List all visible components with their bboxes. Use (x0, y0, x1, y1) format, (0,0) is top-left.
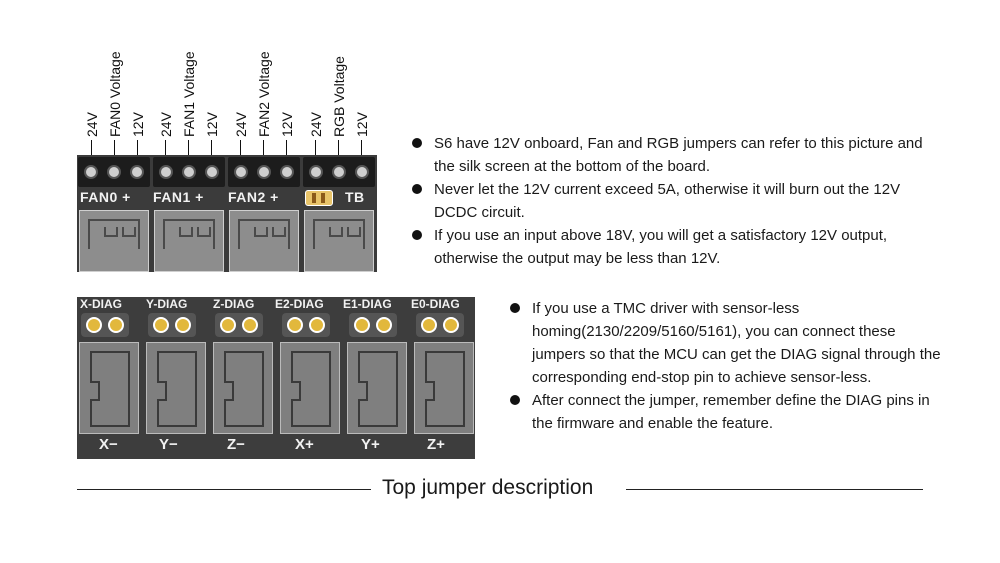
diag-jumper-notes: If you use a TMC driver with sensor-less… (508, 297, 948, 435)
diag-jumper-z (215, 313, 263, 337)
pin (205, 165, 219, 179)
list-item: After connect the jumper, remember defin… (508, 389, 948, 435)
tb-jumper-icon (305, 190, 333, 206)
diag-jumper-e2 (282, 313, 330, 337)
silk-fan1: FAN1 + (153, 189, 204, 205)
tick (137, 140, 138, 158)
fan1-connector (154, 210, 224, 272)
fan1-voltage-label: FAN1 Voltage (181, 51, 197, 137)
bullet-icon (412, 138, 422, 148)
tick (315, 140, 316, 158)
endstop-connector-z-plus (414, 342, 474, 434)
rgb-pin-header (303, 157, 375, 187)
fan1-pin-header (153, 157, 225, 187)
bullet-icon (510, 303, 520, 313)
silk-fan2: FAN2 + (228, 189, 279, 205)
diag-jumper-e1 (349, 313, 397, 337)
diag-label-e1: E1-DIAG (343, 297, 392, 311)
bullet-icon (412, 184, 422, 194)
silk-fan0: FAN0 + (80, 189, 131, 205)
fan0-pin-header (78, 157, 150, 187)
pin (309, 165, 323, 179)
fan0-connector (79, 210, 149, 272)
fan2-voltage-label: FAN2 Voltage (256, 51, 272, 137)
pin (107, 165, 121, 179)
diag-label-x: X-DIAG (80, 297, 122, 311)
endstop-connector-x-plus (280, 342, 340, 434)
fan-rgb-board-image: FAN0 + FAN1 + FAN2 + TB (77, 155, 377, 272)
diag-label-y: Y-DIAG (146, 297, 188, 311)
axis-label-y-minus: Y− (159, 436, 178, 453)
bullet-icon (510, 395, 520, 405)
tick (188, 140, 189, 158)
endstop-connector-y-plus (347, 342, 407, 434)
rgb-12v-label: 12V (354, 112, 370, 137)
pin (234, 165, 248, 179)
diag-label-z: Z-DIAG (213, 297, 255, 311)
axis-label-z-minus: Z− (227, 436, 245, 453)
page-title: Top jumper description (382, 476, 594, 499)
list-item: S6 have 12V onboard, Fan and RGB jumpers… (410, 132, 930, 178)
fan0-voltage-label: FAN0 Voltage (107, 51, 123, 137)
tick (286, 140, 287, 158)
fan2-24v-label: 24V (233, 112, 249, 137)
pin (130, 165, 144, 179)
fan2-pin-header (228, 157, 300, 187)
fan-jumper-notes: S6 have 12V onboard, Fan and RGB jumpers… (410, 132, 930, 270)
axis-label-x-plus: X+ (295, 436, 314, 453)
tick (338, 140, 339, 158)
pin (355, 165, 369, 179)
pin (159, 165, 173, 179)
endstop-connector-z (213, 342, 273, 434)
tick (114, 140, 115, 158)
tick (91, 140, 92, 158)
list-item: If you use an input above 18V, you will … (410, 224, 930, 270)
axis-label-z-plus: Z+ (427, 436, 445, 453)
fan0-12v-label: 12V (130, 112, 146, 137)
pin (332, 165, 346, 179)
fan2-connector (229, 210, 299, 272)
tick (165, 140, 166, 158)
tick (361, 140, 362, 158)
diag-jumper-e0 (416, 313, 464, 337)
rgb-voltage-label: RGB Voltage (331, 56, 347, 137)
list-item: If you use a TMC driver with sensor-less… (508, 297, 948, 389)
caption-rule-right (626, 489, 923, 490)
axis-label-x-minus: X− (99, 436, 118, 453)
endstop-connector-y (146, 342, 206, 434)
tick (240, 140, 241, 158)
fan1-12v-label: 12V (204, 112, 220, 137)
tick (211, 140, 212, 158)
endstop-connector-x (79, 342, 139, 434)
axis-label-y-plus: Y+ (361, 436, 380, 453)
tick (263, 140, 264, 158)
diag-jumper-y (148, 313, 196, 337)
pin (84, 165, 98, 179)
diag-label-e2: E2-DIAG (275, 297, 324, 311)
rgb-connector (304, 210, 374, 272)
diag-label-e0: E0-DIAG (411, 297, 460, 311)
rgb-24v-label: 24V (308, 112, 324, 137)
pin (257, 165, 271, 179)
pin (280, 165, 294, 179)
caption-rule-left (77, 489, 371, 490)
fan1-24v-label: 24V (158, 112, 174, 137)
list-item: Never let the 12V current exceed 5A, oth… (410, 178, 930, 224)
silk-tb: TB (345, 189, 365, 205)
fan2-12v-label: 12V (279, 112, 295, 137)
fan0-24v-label: 24V (84, 112, 100, 137)
diag-jumper-x (81, 313, 129, 337)
bullet-icon (412, 230, 422, 240)
diag-jumper-board-image: X-DIAG Y-DIAG Z-DIAG E2-DIAG E1-DIAG E0-… (77, 297, 475, 459)
pin (182, 165, 196, 179)
